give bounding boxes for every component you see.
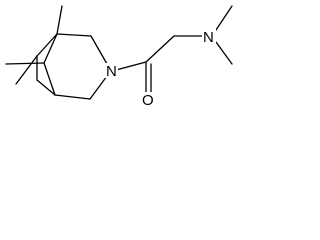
c2-n-bond <box>90 35 108 65</box>
amine-methyl-a-bond <box>215 5 233 31</box>
carbonyl-oxygen-label: O <box>142 92 154 109</box>
n-c4-bond <box>89 75 108 100</box>
c8-c5-bond <box>43 62 56 96</box>
c7-c1-bond <box>36 33 58 57</box>
n-carbonyl-bond <box>115 61 147 71</box>
bicyclic-ring-bonds <box>5 5 108 100</box>
amine-methyl-b-bond <box>215 41 233 65</box>
c1-methyl-bond <box>56 5 63 35</box>
c1-c8-bond <box>43 33 58 64</box>
side-chain-bonds <box>115 5 233 93</box>
c8-methyl-a-bond <box>5 62 45 65</box>
amine-nitrogen-label: N <box>203 29 214 46</box>
carbonyl-ch2-bond <box>145 35 175 63</box>
chemical-structure-diagram: N N O <box>5 5 233 109</box>
c4-c5-bond <box>54 94 91 100</box>
c5-c6-bond <box>36 79 56 96</box>
c1-c2-bond <box>56 33 92 37</box>
ring-nitrogen-label: N <box>106 63 117 80</box>
c8-methyl-b-bond <box>15 55 38 85</box>
